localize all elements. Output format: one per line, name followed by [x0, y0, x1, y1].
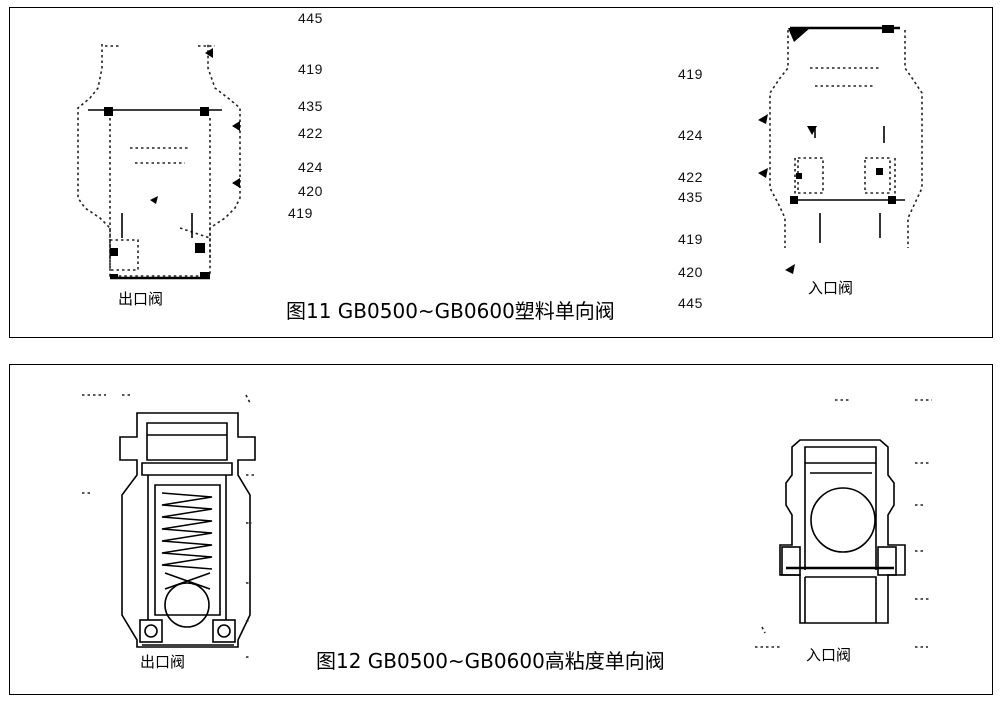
inlet-hv-valve-drawing — [779, 439, 906, 624]
outlet-valve-drawing — [77, 44, 241, 280]
inlet-callout-424: 424 — [678, 127, 703, 143]
outlet-valve-label: 出口阀 — [118, 290, 164, 308]
inlet-valve-label: 入口阀 — [806, 646, 852, 664]
inlet-callout-435: 435 — [678, 189, 703, 205]
outlet-callout-422: 422 — [298, 125, 323, 141]
inlet-callout-419-top: 419 — [678, 66, 703, 82]
inlet-callout-419-bottom: 419 — [678, 231, 703, 247]
outlet-callout-445: 445 — [298, 10, 323, 26]
figure-11-drawing — [77, 25, 923, 280]
figure-11-panel: 445 419 435 422 424 420 419 419 424 422 … — [9, 7, 993, 338]
inlet-valve-label: 入口阀 — [808, 279, 854, 297]
faint-callout-marks — [82, 394, 932, 658]
outlet-callout-435: 435 — [298, 98, 323, 114]
figure-12-drawing — [82, 394, 932, 658]
inlet-valve-drawing — [758, 25, 923, 274]
figure-12-panel: 出口阀 入口阀 图12 GB0500~GB0600高粘度单向阀 — [9, 364, 993, 695]
outlet-valve-label: 出口阀 — [140, 653, 186, 671]
outlet-callout-424: 424 — [298, 159, 323, 175]
outlet-callout-419-top: 419 — [298, 61, 323, 77]
inlet-callout-420: 420 — [678, 264, 703, 280]
outlet-callout-420: 420 — [298, 183, 323, 199]
inlet-callout-422: 422 — [678, 169, 703, 185]
outlet-callout-419-bottom: 419 — [288, 205, 313, 221]
outlet-hv-valve-drawing — [119, 412, 256, 648]
figure-11-caption: 图11 GB0500~GB0600塑料单向阀 — [286, 299, 615, 323]
inlet-callout-445: 445 — [678, 295, 703, 311]
figure-12-caption: 图12 GB0500~GB0600高粘度单向阀 — [316, 649, 665, 673]
